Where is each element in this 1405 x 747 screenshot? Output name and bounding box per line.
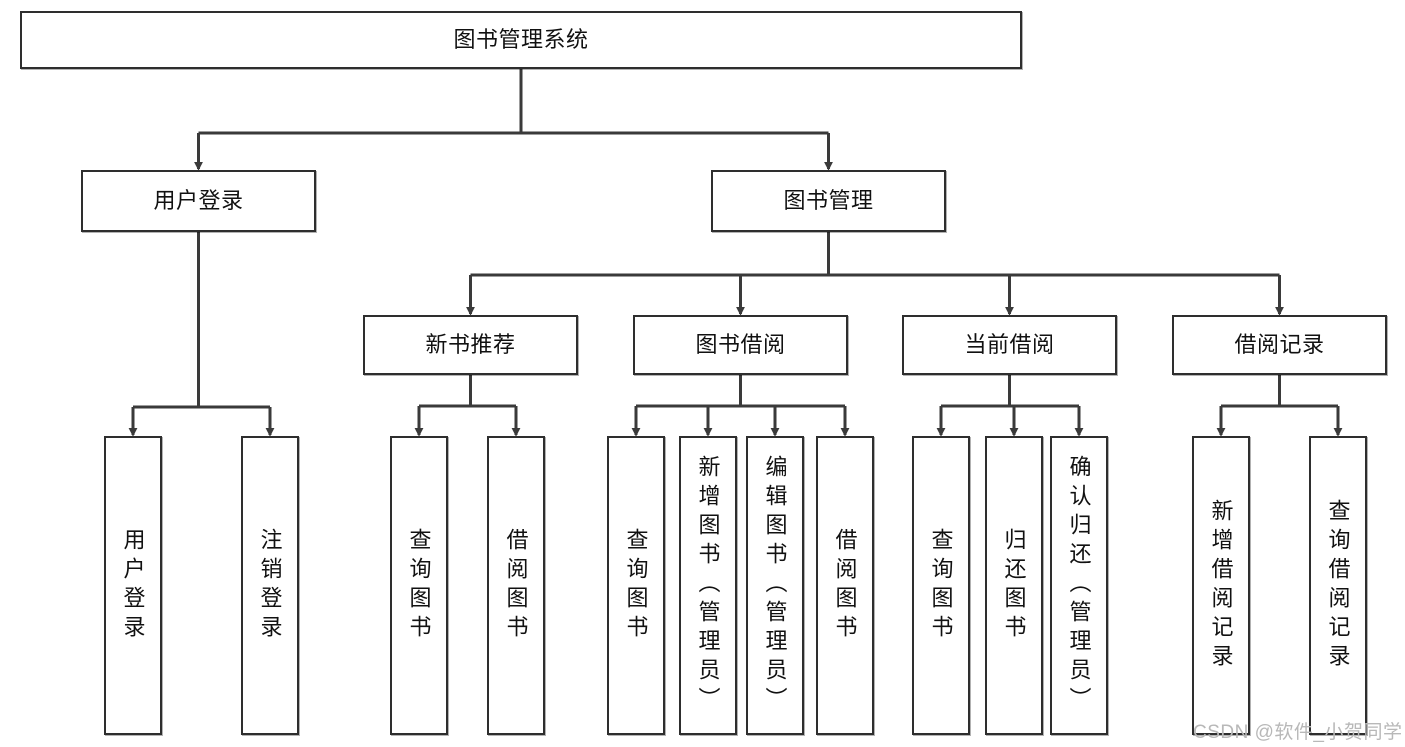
node-leaf_bor_2[interactable]: 新增图书（管理员）	[679, 436, 737, 735]
node-label: 新增借阅记录	[1208, 498, 1234, 673]
node-label: 编辑图书（管理员）	[762, 455, 788, 716]
node-leaf_bor_1[interactable]: 查询图书	[607, 436, 665, 735]
node-label: 注销登录	[257, 527, 283, 644]
node-leaf_cur_2[interactable]: 归还图书	[985, 436, 1043, 735]
node-leaf_rec_1[interactable]: 新增借阅记录	[1192, 436, 1250, 735]
node-leaf_login_2[interactable]: 注销登录	[241, 436, 299, 735]
node-label: 用户登录	[120, 527, 146, 644]
node-label: 借阅图书	[503, 527, 529, 644]
node-leaf_new_2[interactable]: 借阅图书	[487, 436, 545, 735]
node-label: 归还图书	[1001, 527, 1027, 644]
node-label: 查询借阅记录	[1325, 498, 1351, 673]
node-leaf_login_1[interactable]: 用户登录	[104, 436, 162, 735]
node-root[interactable]: 图书管理系统	[20, 11, 1022, 69]
node-label: 借阅记录	[1234, 331, 1325, 357]
node-leaf_cur_3[interactable]: 确认归还（管理员）	[1050, 436, 1108, 735]
node-label: 借阅图书	[832, 527, 858, 644]
node-bookmgmt[interactable]: 图书管理	[711, 170, 946, 232]
node-label: 用户登录	[153, 187, 244, 213]
node-label: 查询图书	[928, 527, 954, 644]
node-label: 查询图书	[406, 527, 432, 644]
node-records[interactable]: 借阅记录	[1172, 315, 1387, 375]
node-label: 新书推荐	[425, 331, 516, 357]
node-label: 图书管理	[783, 187, 874, 213]
node-newbook[interactable]: 新书推荐	[363, 315, 578, 375]
node-current[interactable]: 当前借阅	[902, 315, 1117, 375]
node-leaf_bor_3[interactable]: 编辑图书（管理员）	[746, 436, 804, 735]
node-label: 图书管理系统	[453, 26, 589, 52]
node-leaf_rec_2[interactable]: 查询借阅记录	[1309, 436, 1367, 735]
node-label: 图书借阅	[695, 331, 786, 357]
node-leaf_new_1[interactable]: 查询图书	[390, 436, 448, 735]
node-label: 查询图书	[623, 527, 649, 644]
node-leaf_cur_1[interactable]: 查询图书	[912, 436, 970, 735]
node-label: 确认归还（管理员）	[1066, 455, 1092, 716]
csdn-watermark: CSDN @软件_小贺同学	[1193, 722, 1403, 743]
node-label: 新增图书（管理员）	[695, 455, 721, 716]
node-label: 当前借阅	[964, 331, 1055, 357]
node-leaf_bor_4[interactable]: 借阅图书	[816, 436, 874, 735]
node-borrow[interactable]: 图书借阅	[633, 315, 848, 375]
node-login[interactable]: 用户登录	[81, 170, 316, 232]
